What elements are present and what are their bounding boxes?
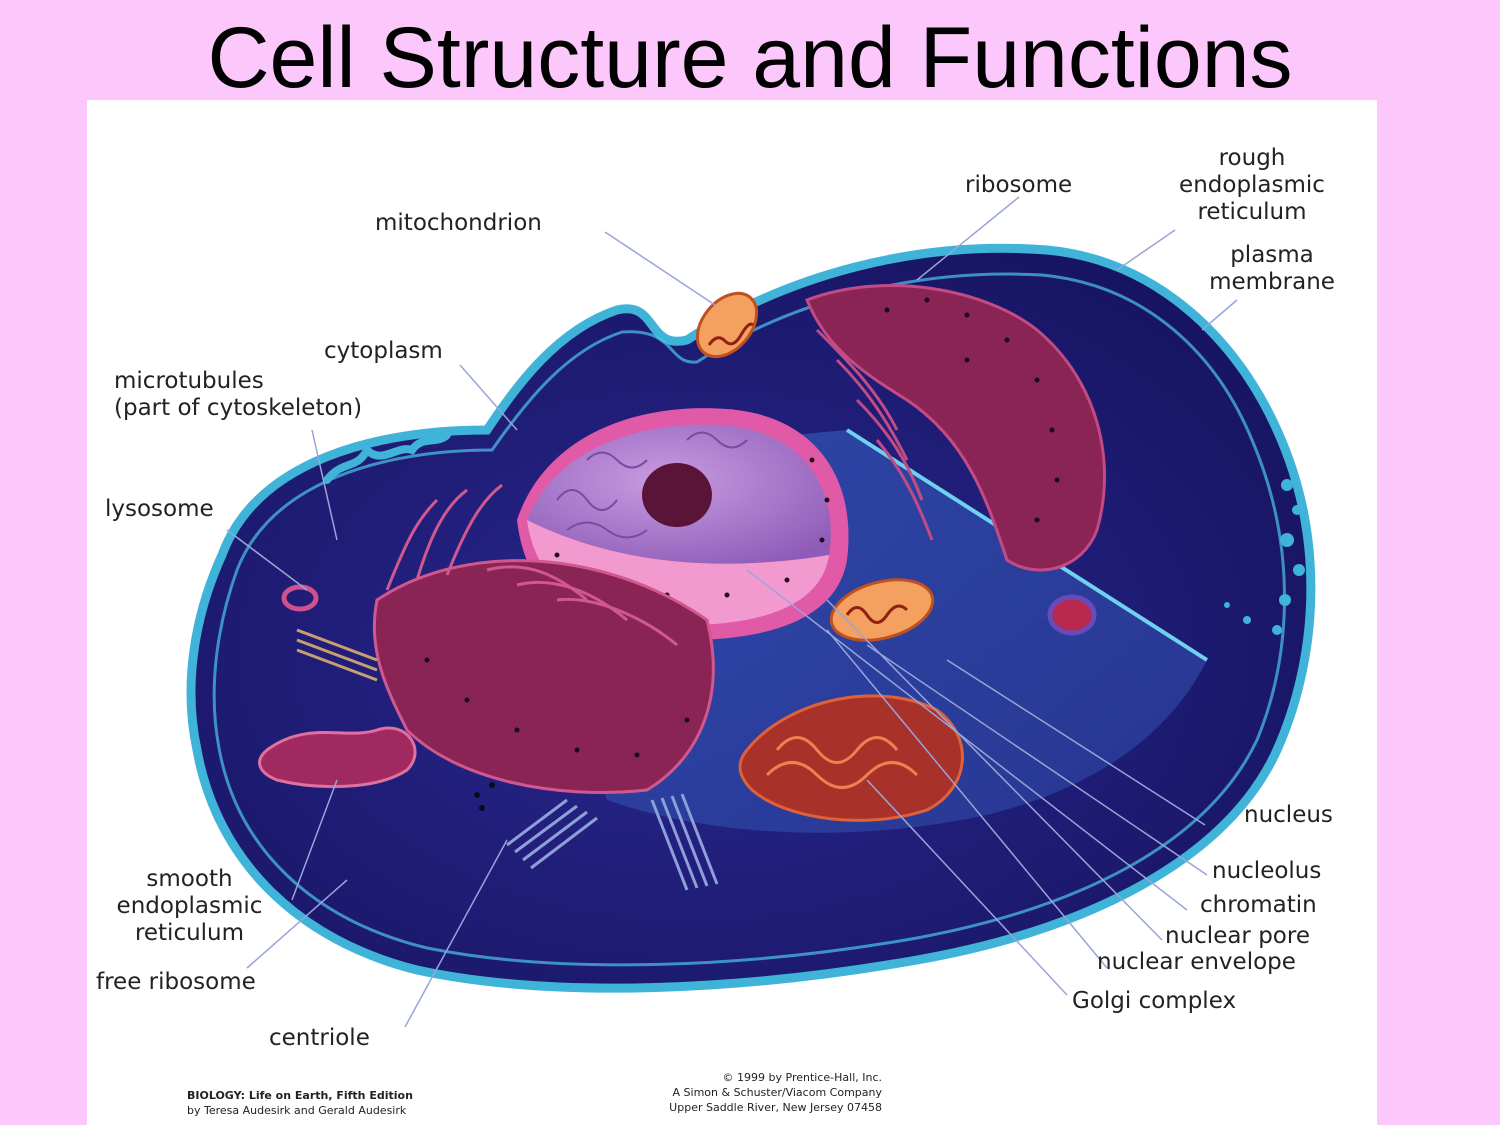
smooth-er bbox=[258, 726, 417, 789]
centriole bbox=[506, 793, 719, 891]
label-microtubules: microtubules(part of cytoskeleton) bbox=[114, 368, 363, 421]
nucleolus bbox=[642, 463, 712, 527]
label-golgi-complex: Golgi complex bbox=[1072, 988, 1237, 1014]
label-nucleus: nucleus bbox=[1244, 802, 1333, 828]
label-mitochondrion: mitochondrion bbox=[375, 210, 542, 236]
lysosome bbox=[281, 584, 319, 612]
animal-cell-illustration bbox=[186, 196, 1316, 1028]
organelle-stack-left bbox=[372, 483, 715, 794]
label-lysosome: lysosome bbox=[105, 496, 214, 522]
mitochondrion-center bbox=[829, 578, 935, 642]
label-ribosome: ribosome bbox=[965, 172, 1073, 198]
credit-publisher: © 1999 by Prentice-Hall, Inc. A Simon & … bbox=[669, 1071, 882, 1114]
label-nuclear-pore: nuclear pore bbox=[1165, 923, 1310, 949]
plasma-membrane-line bbox=[212, 272, 1286, 967]
label-nucleolus: nucleolus bbox=[1212, 858, 1322, 884]
rough-er bbox=[805, 284, 1106, 572]
label-cytoplasm: cytoplasm bbox=[324, 338, 443, 364]
mitochondrion-top bbox=[695, 291, 759, 359]
slide-title: Cell Structure and Functions bbox=[207, 10, 1293, 106]
credit-book: BIOLOGY: Life on Earth, Fifth Edition by… bbox=[187, 1089, 413, 1117]
label-free-ribosome: free ribosome bbox=[96, 969, 256, 995]
membrane-protrusions bbox=[1224, 479, 1305, 635]
vesicle-right bbox=[1047, 594, 1097, 636]
label-nuclear-envelope: nuclear envelope bbox=[1097, 949, 1296, 975]
label-chromatin: chromatin bbox=[1200, 892, 1317, 918]
leader-lines bbox=[226, 196, 1238, 1028]
label-centriole: centriole bbox=[269, 1025, 370, 1051]
